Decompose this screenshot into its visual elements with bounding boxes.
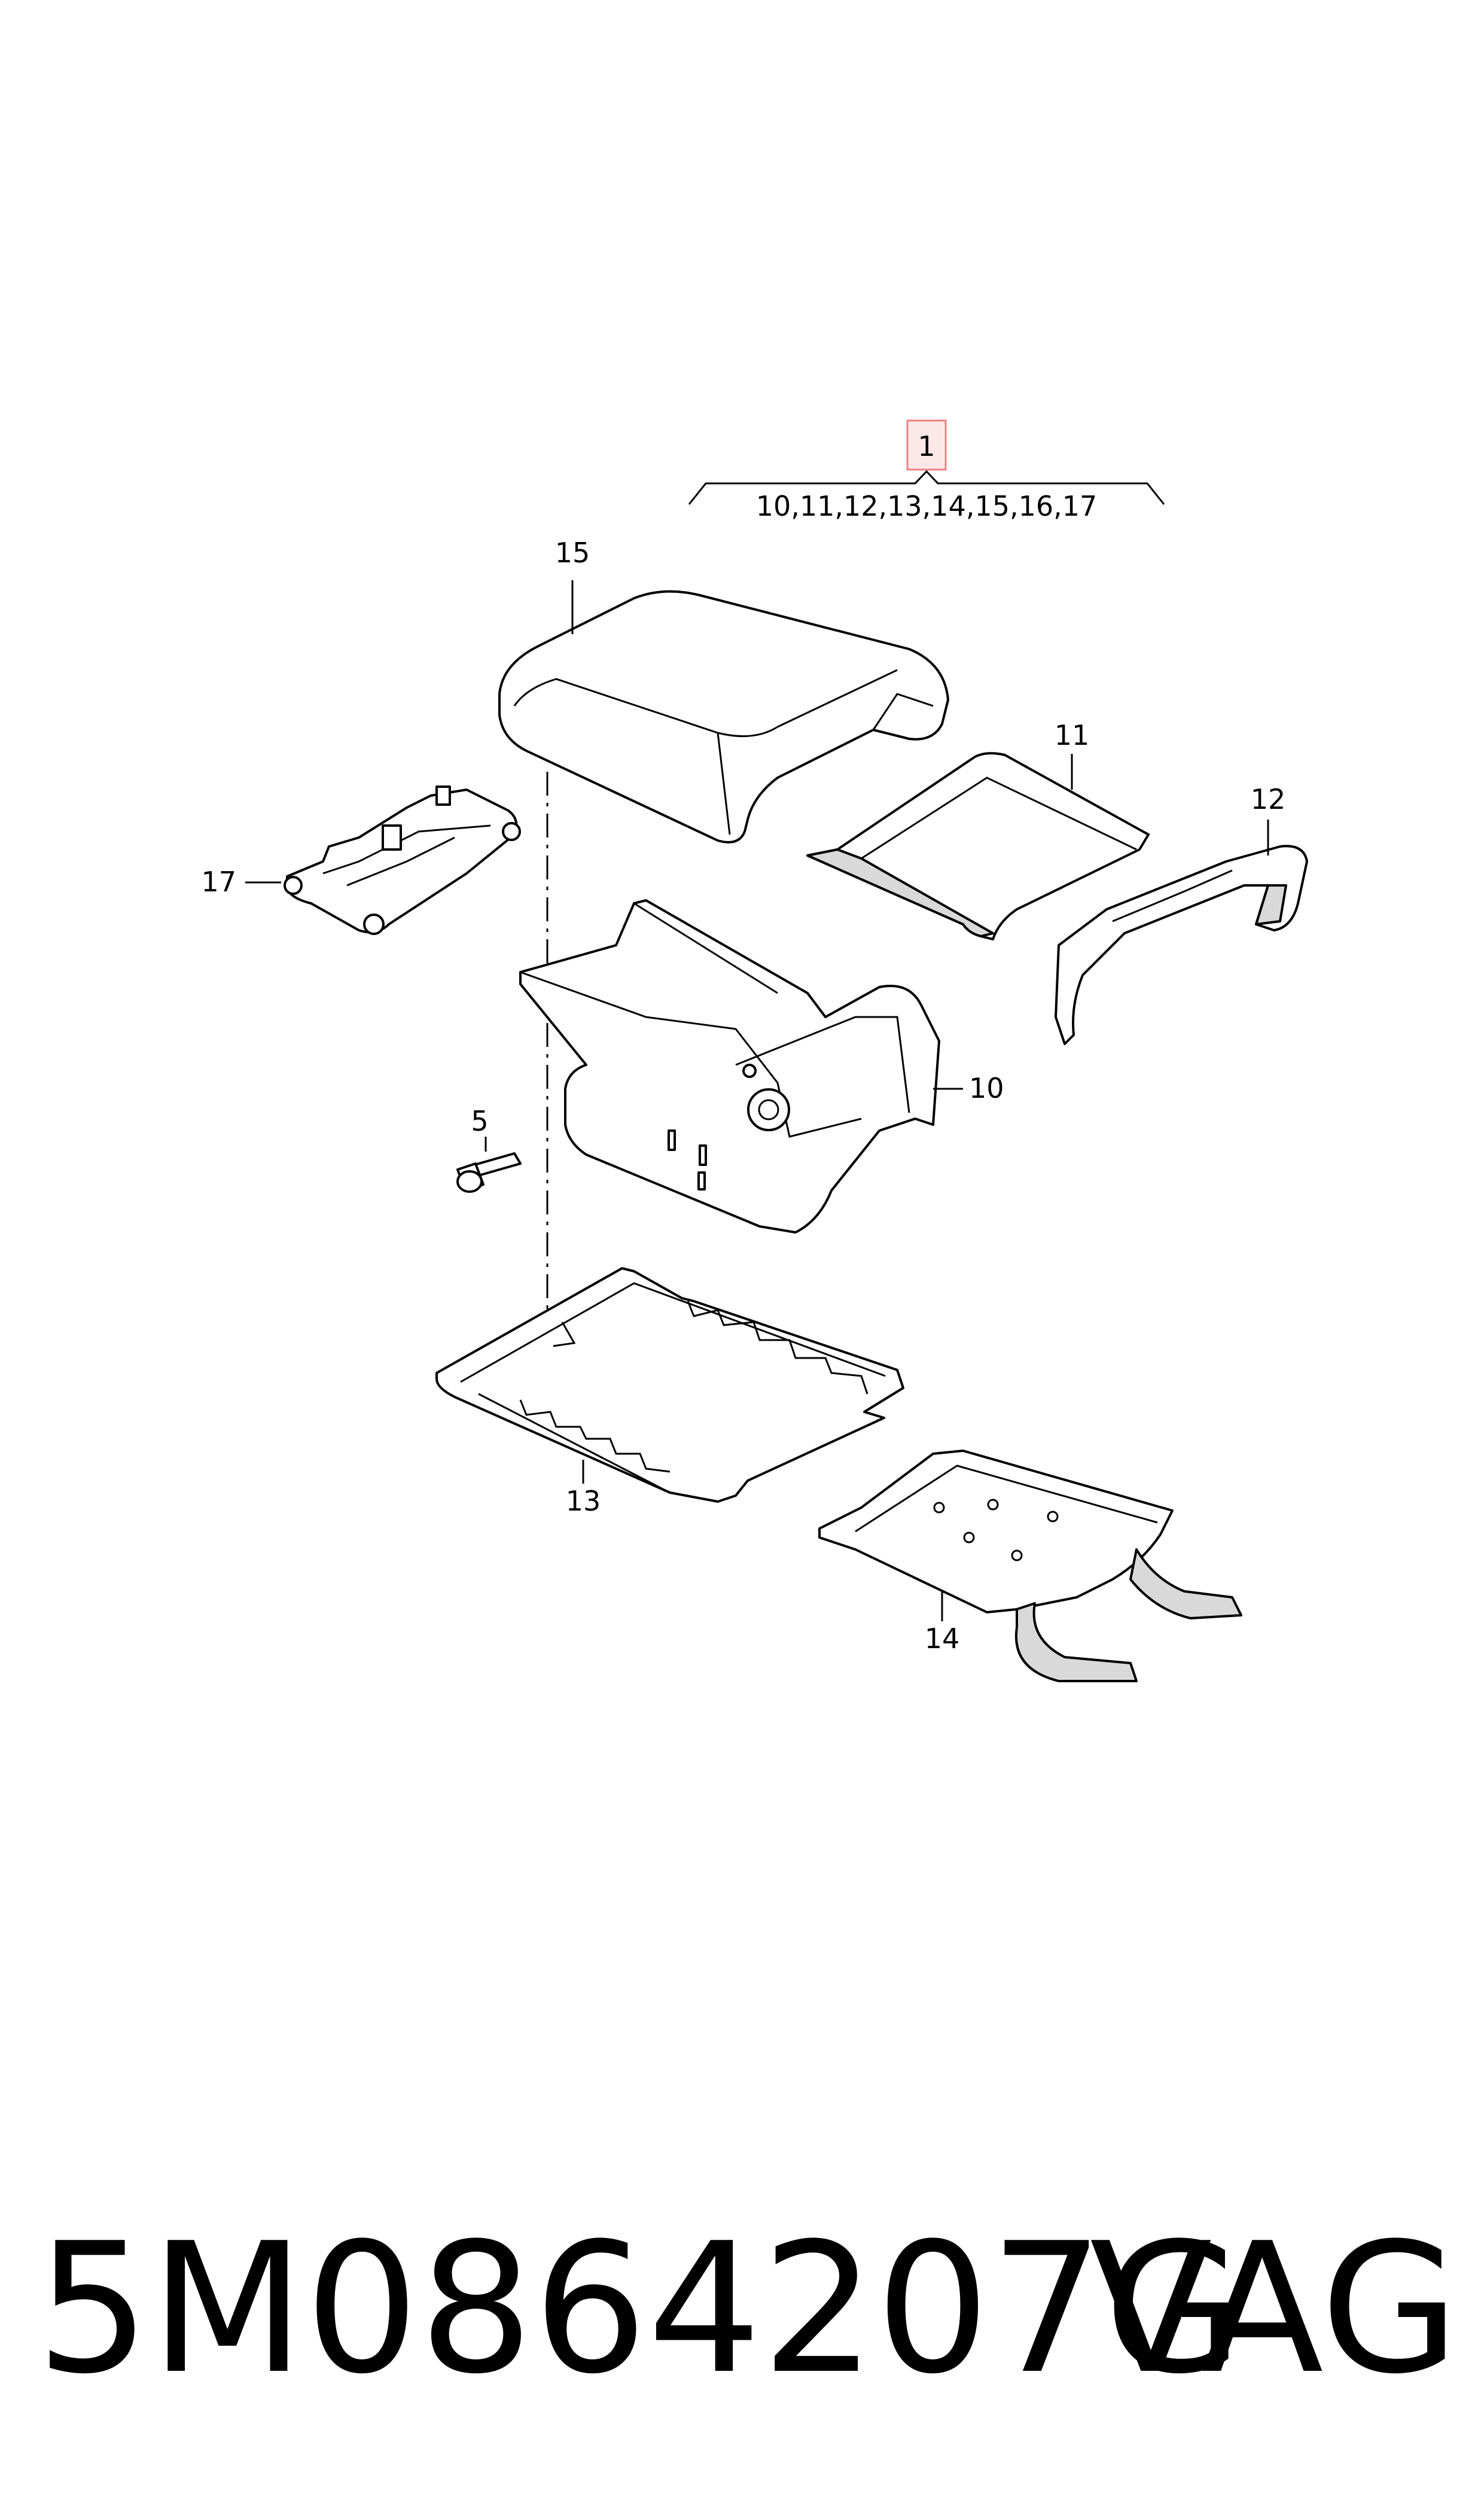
footer: 5M0864207G VAG xyxy=(36,2202,1459,2417)
assembly-contents: 10,11,12,13,14,15,16,17 xyxy=(756,490,1098,522)
part-15-armrest-lid[interactable]: 15 xyxy=(498,537,949,844)
part-12-side-trim[interactable]: 12 xyxy=(1055,783,1308,1045)
callout-15: 15 xyxy=(555,537,590,569)
part-14-support-plate[interactable]: 14 xyxy=(818,1450,1242,1682)
assembly-callout: 1 10,11,12,13,14,15,16,17 xyxy=(688,419,1165,522)
callout-17: 17 xyxy=(201,866,236,898)
part-13-bottom-tray[interactable]: 13 xyxy=(435,1267,904,1517)
callout-10: 10 xyxy=(969,1072,1004,1104)
assembly-bracket xyxy=(688,470,1165,505)
part-17-hinge[interactable]: 17 xyxy=(201,785,521,935)
assembly-box xyxy=(906,419,947,471)
callout-13: 13 xyxy=(566,1485,601,1517)
part-5-screw[interactable]: 5 xyxy=(456,1105,522,1193)
callout-5: 5 xyxy=(471,1105,488,1137)
callout-12: 12 xyxy=(1251,783,1286,815)
part-11-lid-insert[interactable]: 11 xyxy=(806,719,1150,940)
callout-11: 11 xyxy=(1055,719,1090,751)
part-10-base-bracket[interactable]: 10 xyxy=(519,899,1004,1234)
part-number: 5M0864207G xyxy=(36,2205,1244,2413)
brand-label: VAG xyxy=(1089,2205,1459,2413)
assembly-number: 1 xyxy=(918,430,935,462)
callout-14: 14 xyxy=(925,1622,960,1655)
